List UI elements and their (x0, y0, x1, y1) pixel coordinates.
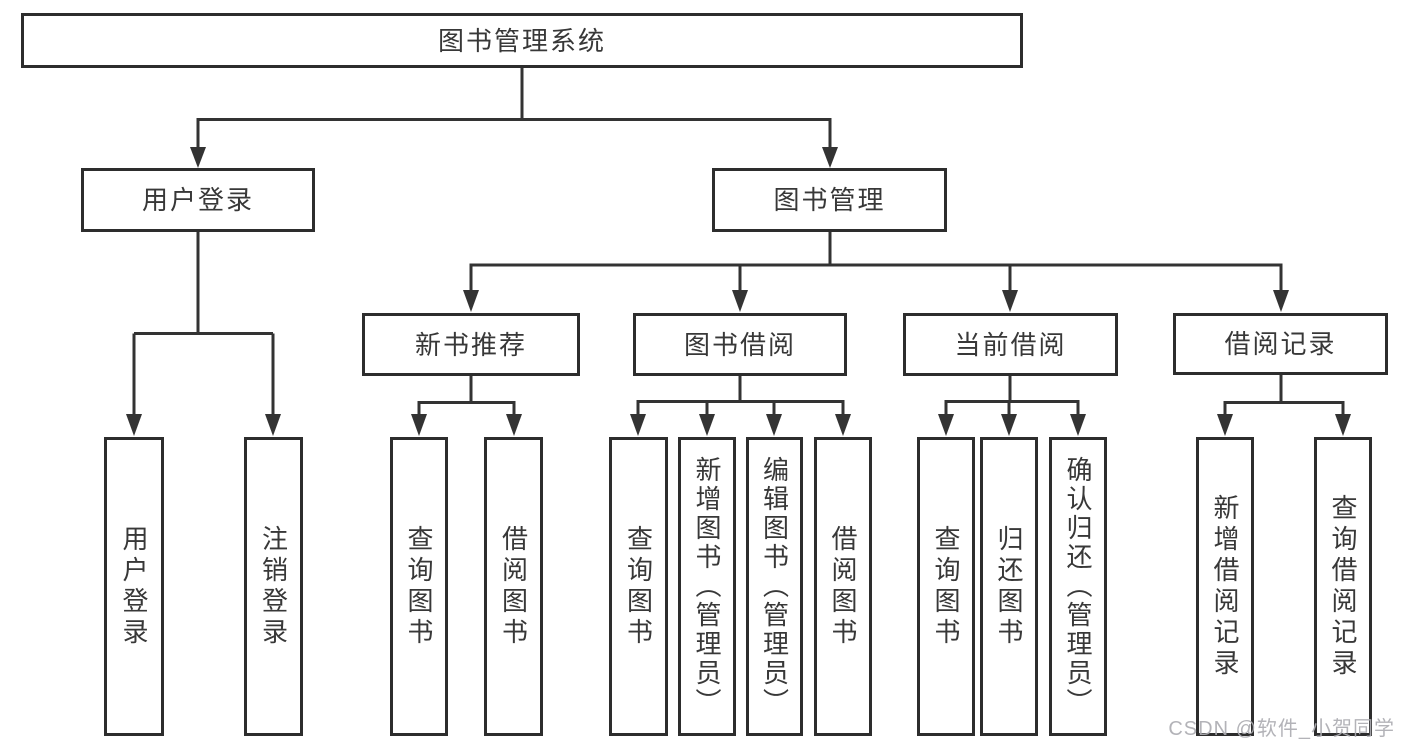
arrow-down-icon (835, 414, 851, 436)
arrow-down-icon (1335, 414, 1351, 436)
leaf-rec-query-books-label: 查询图书 (404, 524, 434, 649)
leaf-query-borrow-record-label: 查询借阅记录 (1328, 493, 1358, 680)
connector-current-borrow-to-leaves (938, 376, 1086, 436)
arrow-down-icon (1217, 414, 1233, 436)
arrow-down-icon (938, 414, 954, 436)
leaf-user-login-label: 用户登录 (119, 524, 149, 649)
leaf-current-query-books-label: 查询图书 (931, 524, 961, 649)
leaf-rec-borrow-books-label: 借阅图书 (498, 524, 529, 649)
leaf-add-book-admin-label: 新增图书（管理员） (692, 456, 722, 717)
connector-line (132, 232, 275, 416)
connector-line (196, 68, 832, 150)
leaf-user-login: 用户登录 (104, 437, 164, 736)
node-root: 图书管理系统 (21, 13, 1023, 68)
arrow-down-icon (1002, 290, 1018, 312)
leaf-confirm-return-admin: 确认归还（管理员） (1049, 437, 1107, 736)
arrow-down-icon (265, 414, 281, 436)
arrow-down-icon (506, 414, 522, 436)
connector-new-book-rec-to-leaves (411, 376, 522, 436)
node-current-borrow-label: 当前借阅 (954, 329, 1067, 360)
arrow-down-icon (463, 290, 479, 312)
connector-line (1223, 375, 1345, 416)
arrow-down-icon (766, 414, 782, 436)
leaf-current-query-books: 查询图书 (917, 437, 975, 736)
watermark-text: CSDN @软件_小贺同学 (1168, 718, 1395, 740)
leaf-query-borrow-record: 查询借阅记录 (1314, 437, 1372, 736)
connector-borrow-records-to-leaves (1217, 375, 1351, 436)
node-borrow-records: 借阅记录 (1173, 313, 1388, 375)
arrow-down-icon (126, 414, 142, 436)
arrow-down-icon (1001, 414, 1017, 436)
connector-book-mgmt-to-level3 (463, 232, 1289, 312)
leaf-edit-book-admin: 编辑图书（管理员） (746, 437, 803, 736)
leaf-return-book-label: 归还图书 (994, 524, 1024, 649)
connector-book-borrow-to-leaves (630, 376, 851, 436)
leaf-borrow-book: 借阅图书 (814, 437, 872, 736)
connector-root-to-level2 (190, 68, 838, 168)
leaf-add-borrow-record-label: 新增借阅记录 (1210, 493, 1240, 680)
node-root-label: 图书管理系统 (437, 25, 606, 56)
leaf-return-book: 归还图书 (980, 437, 1038, 736)
connector-user-login-to-leaves (126, 232, 281, 436)
leaf-logout: 注销登录 (244, 437, 303, 736)
connector-line (469, 232, 1283, 291)
leaf-borrow-query-books: 查询图书 (609, 437, 668, 736)
node-book-mgmt-label: 图书管理 (773, 185, 886, 215)
leaf-borrow-book-label: 借阅图书 (828, 524, 858, 649)
arrow-down-icon (411, 414, 427, 436)
arrow-down-icon (1070, 414, 1086, 436)
arrow-down-icon (699, 414, 715, 436)
leaf-borrow-query-books-label: 查询图书 (623, 524, 654, 649)
leaf-confirm-return-admin-label: 确认归还（管理员） (1063, 456, 1093, 717)
arrow-down-icon (190, 147, 206, 168)
node-new-book-rec-label: 新书推荐 (414, 329, 527, 360)
connector-line (944, 376, 1080, 416)
arrow-down-icon (732, 290, 748, 312)
leaf-rec-query-books: 查询图书 (390, 437, 448, 736)
node-book-borrow: 图书借阅 (633, 313, 847, 376)
node-user-login: 用户登录 (81, 168, 315, 232)
node-borrow-records-label: 借阅记录 (1224, 329, 1337, 359)
node-user-login-label: 用户登录 (141, 185, 254, 215)
leaf-logout-label: 注销登录 (258, 524, 289, 649)
connector-line (417, 376, 516, 416)
arrow-down-icon (1273, 290, 1289, 312)
leaf-add-book-admin: 新增图书（管理员） (678, 437, 736, 736)
leaf-rec-borrow-books: 借阅图书 (484, 437, 543, 736)
leaf-edit-book-admin-label: 编辑图书（管理员） (759, 456, 790, 717)
node-current-borrow: 当前借阅 (903, 313, 1118, 376)
arrow-down-icon (822, 147, 838, 168)
node-book-borrow-label: 图书借阅 (683, 329, 796, 360)
node-new-book-rec: 新书推荐 (362, 313, 580, 376)
node-book-mgmt: 图书管理 (712, 168, 947, 232)
leaf-add-borrow-record: 新增借阅记录 (1196, 437, 1254, 736)
connector-line (636, 376, 845, 416)
arrow-down-icon (630, 414, 646, 436)
